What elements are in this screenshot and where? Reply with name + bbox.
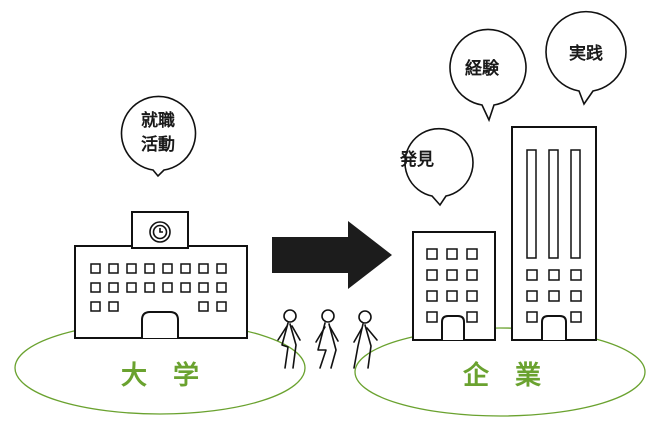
walking-person-icon (353, 310, 378, 369)
label-company: 企 業 (463, 360, 541, 391)
arrow-right-icon (272, 221, 392, 289)
bubble-practice-text: 実践 (569, 43, 603, 64)
company-building-tall (511, 126, 597, 341)
bubble-job-hunting-line2: 活動 (141, 134, 175, 155)
bubble-discovery: 発見 (399, 127, 474, 207)
company-ground (354, 327, 646, 417)
label-university: 大 学 (121, 360, 199, 391)
bubble-job-hunting: 就職 活動 (120, 95, 197, 178)
walking-person-icon (315, 309, 339, 369)
company-building-short (412, 231, 496, 341)
bubble-job-hunting-line1: 就職 (141, 110, 175, 131)
clock-icon (149, 221, 171, 243)
bubble-experience-text: 経験 (465, 58, 500, 79)
walking-person-icon (277, 309, 301, 369)
company-tall-windows (526, 149, 582, 323)
bubble-experience: 経験 (449, 28, 527, 123)
company-short-windows (426, 248, 478, 323)
university-windows (90, 263, 227, 312)
university-building (74, 211, 248, 339)
bubble-practice: 実践 (545, 10, 627, 106)
bubble-discovery-text: 発見 (399, 149, 434, 170)
